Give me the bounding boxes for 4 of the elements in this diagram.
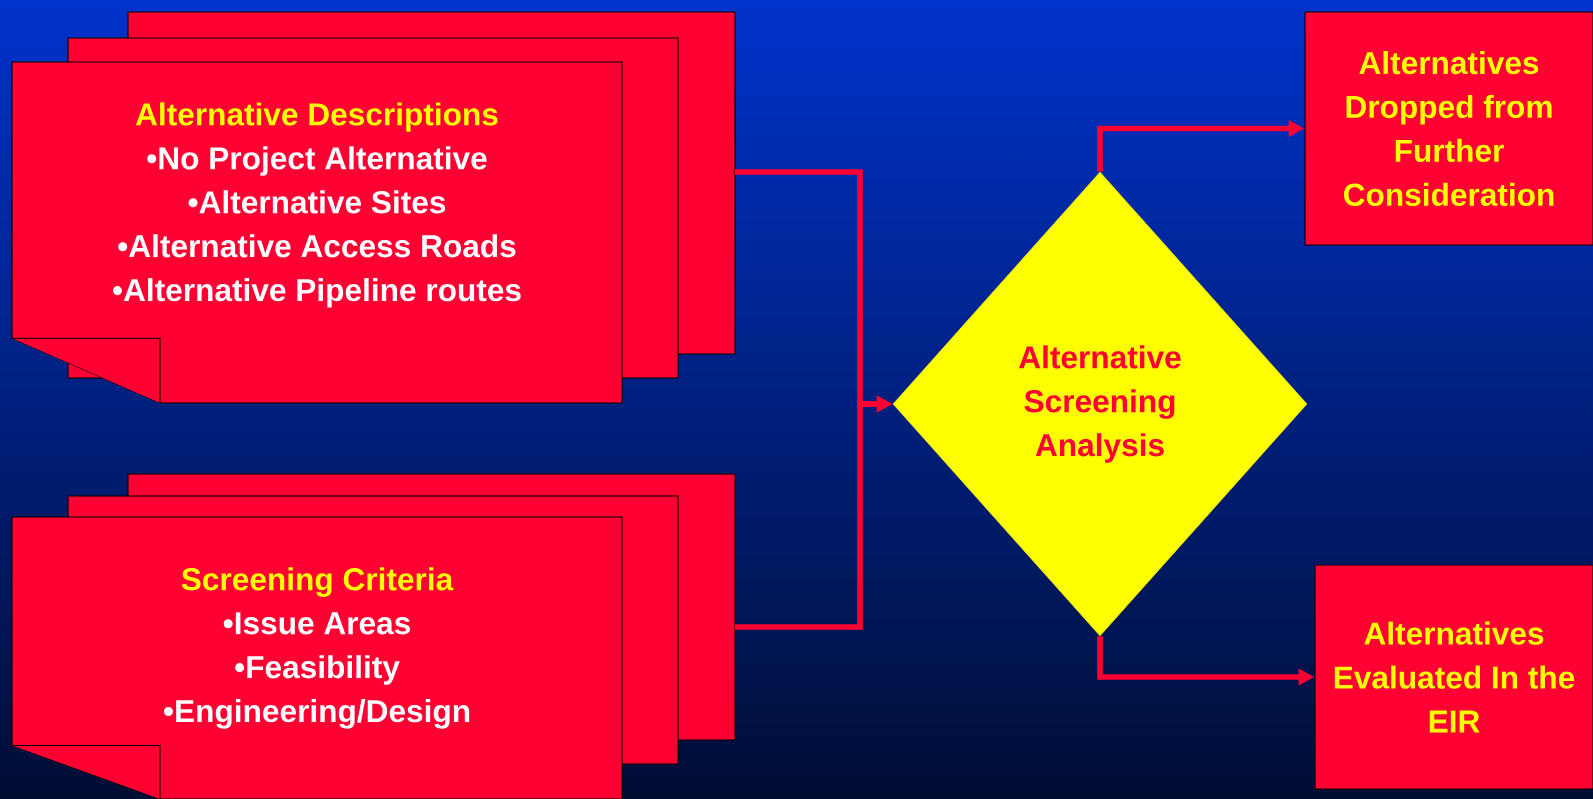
- result-box: Alternatives Evaluated In the EIR: [1314, 564, 1593, 790]
- document-stack: Alternative Descriptions •No Project Alternative •Alternative Sites •Alternative Access Roads •Alternative Pipeline routes: [11, 11, 736, 404]
- document-stack: Screening Criteria •Issue Areas •Feasibility •Engineering/Design: [11, 473, 736, 799]
- result-box: Alternatives Dropped from Further Consideration: [1304, 11, 1593, 246]
